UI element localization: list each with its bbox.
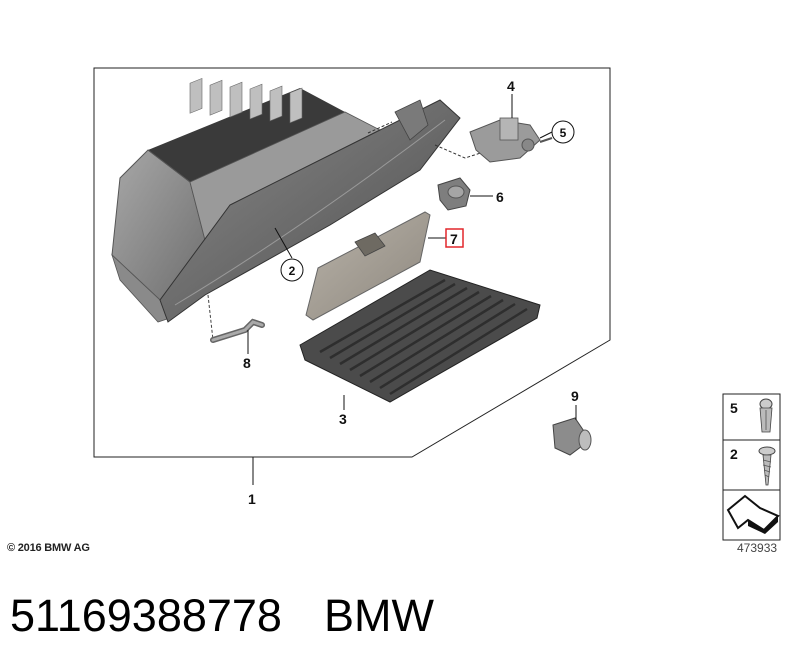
glove-box-housing [111, 77, 381, 323]
callout-2: 2 [280, 258, 304, 282]
diagram-id: 473933 [737, 541, 778, 555]
copyright-notice: © 2016 BMW AG [7, 542, 90, 554]
floor-mat-part [299, 269, 541, 403]
latch-actuator-part [469, 117, 553, 163]
hinge-dashed-line [367, 121, 393, 134]
legend-item-2-label: 2 [730, 446, 738, 462]
footer-caption: 51169388778 BMW [10, 590, 434, 642]
direction-arrow-icon [726, 494, 780, 534]
glove-box-lid [159, 99, 461, 323]
callout-8: 8 [243, 355, 251, 371]
callout-1: 1 [248, 491, 256, 507]
assembly-outline [93, 67, 611, 458]
legend-item-5-label: 5 [730, 400, 738, 416]
callout-7: 7 [445, 228, 464, 248]
callout-3: 3 [339, 411, 347, 427]
clip-fastener-icon [759, 398, 773, 433]
svg-text:5: 5 [560, 126, 567, 140]
callout-5: 5 [551, 120, 575, 144]
damper-rod-part [207, 294, 265, 343]
leader-lines [247, 94, 553, 485]
callout-4: 4 [507, 78, 515, 94]
hardware-legend: 5 2 [722, 393, 781, 541]
callout-9: 9 [571, 388, 579, 404]
screw-icon [758, 446, 776, 486]
interior-panel-part [305, 211, 431, 321]
svg-text:7: 7 [450, 231, 458, 247]
brand-name: BMW [323, 590, 434, 641]
parts-diagram: 1 2 3 4 5 6 7 8 9 5 2 [93, 67, 781, 541]
svg-text:2: 2 [289, 264, 296, 278]
lock-cylinder-part [552, 405, 592, 456]
lock-housing-part [437, 177, 471, 211]
callout-6: 6 [496, 189, 504, 205]
part-number: 51169388778 [10, 590, 282, 641]
